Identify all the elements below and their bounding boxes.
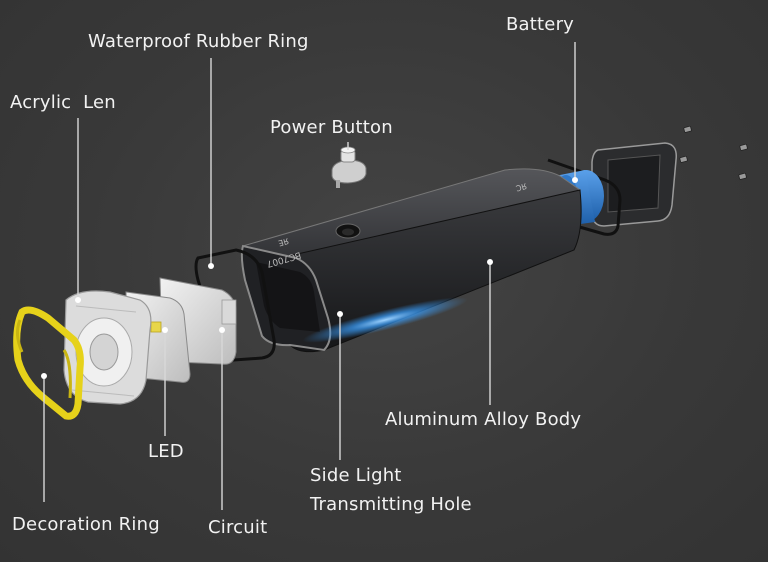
side-light-glow [302, 297, 468, 343]
label-power-button: Power Button [270, 117, 393, 138]
front-rubber-ring [194, 248, 276, 362]
label-battery: Battery [506, 14, 575, 35]
label-decoration-ring: Decoration Ring [12, 514, 160, 535]
acrylic-lens [63, 290, 152, 405]
body-mark-text: ЯE [277, 236, 290, 248]
leader-lines [43, 42, 576, 510]
body-end-text: ЯC [514, 181, 528, 193]
label-side-light-line2: Transmitting Hole [310, 494, 472, 515]
power-button [331, 146, 367, 188]
decoration-ring [13, 306, 84, 420]
end-cap [591, 142, 678, 227]
label-acrylic-len: Acrylic Len [10, 92, 116, 113]
label-led: LED [148, 441, 184, 462]
label-side-light-line1: Side Light [310, 465, 402, 486]
screws [679, 125, 748, 180]
label-waterproof-rubber-ring: Waterproof Rubber Ring [88, 31, 309, 52]
leader-dots [41, 177, 578, 379]
label-circuit: Circuit [208, 517, 268, 538]
rear-rubber-ring [547, 158, 622, 236]
label-aluminum-alloy-body: Aluminum Alloy Body [385, 409, 582, 430]
aluminum-body [240, 168, 582, 353]
